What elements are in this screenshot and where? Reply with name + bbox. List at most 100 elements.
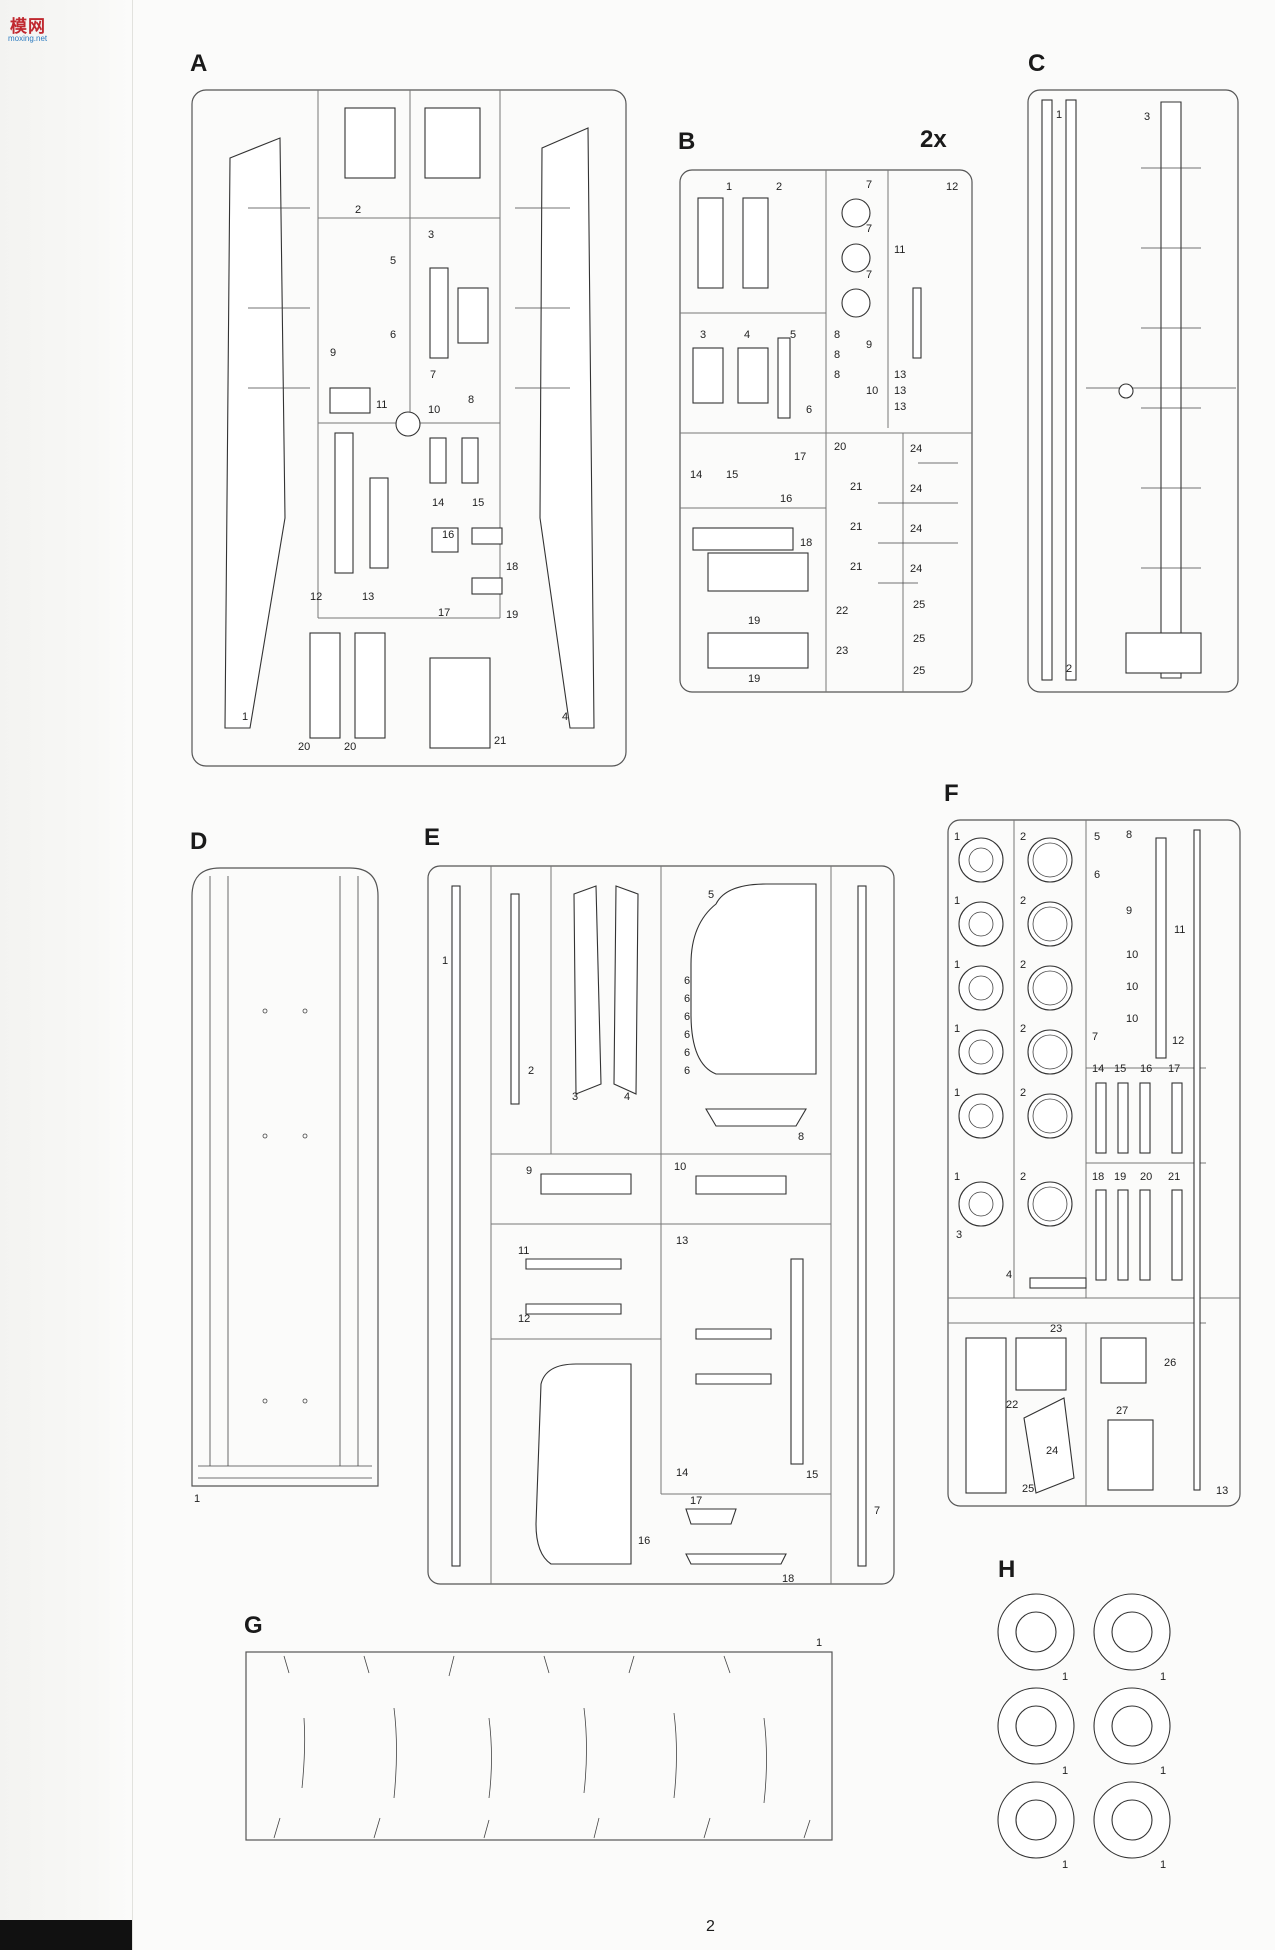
sprue-h-letter: H — [998, 1556, 1016, 1583]
logo-subtext: moxing.net — [8, 34, 48, 43]
label-f-1c: 1 — [954, 959, 960, 971]
label-a-9: 9 — [330, 347, 336, 359]
label-e-4: 4 — [624, 1091, 630, 1103]
label-a-21: 21 — [494, 735, 506, 747]
label-e-12: 12 — [518, 1313, 530, 1325]
label-f-2f: 2 — [1020, 1171, 1026, 1183]
label-e-6e: 6 — [684, 1047, 690, 1059]
page-number: 2 — [706, 1918, 715, 1935]
label-f-26: 26 — [1164, 1357, 1176, 1369]
label-e-6d: 6 — [684, 1029, 690, 1041]
label-f-7: 7 — [1092, 1031, 1098, 1043]
label-b-24d: 24 — [910, 563, 922, 575]
label-a-6: 6 — [390, 329, 396, 341]
label-a-16: 16 — [442, 529, 454, 541]
label-b-23: 23 — [836, 645, 848, 657]
label-f-2d: 2 — [1020, 1023, 1026, 1035]
label-f-6: 6 — [1094, 869, 1100, 881]
label-e-5: 5 — [708, 889, 714, 901]
label-f-25: 25 — [1022, 1483, 1034, 1495]
sprue-d-diagram: 1 — [191, 867, 379, 1505]
label-e-9: 9 — [526, 1165, 532, 1177]
label-b-21c: 21 — [850, 561, 862, 573]
label-a-3: 3 — [428, 229, 434, 241]
sprue-a-diagram: 1 2 3 4 5 6 7 8 9 10 11 12 13 14 15 16 1… — [191, 89, 627, 767]
label-f-21: 21 — [1168, 1171, 1180, 1183]
label-b-10: 10 — [866, 385, 878, 397]
label-e-10: 10 — [674, 1161, 686, 1173]
label-f-18: 18 — [1092, 1171, 1104, 1183]
label-a-20-right: 20 — [344, 741, 356, 753]
sprue-f-letter: F — [944, 780, 959, 807]
label-f-12: 12 — [1172, 1035, 1184, 1047]
label-e-16: 16 — [638, 1535, 650, 1547]
label-b-13c: 13 — [894, 401, 906, 413]
label-e-6c: 6 — [684, 1011, 690, 1023]
label-f-2e: 2 — [1020, 1087, 1026, 1099]
label-f-9: 9 — [1126, 905, 1132, 917]
label-h-1b: 1 — [1160, 1671, 1166, 1683]
label-b-21a: 21 — [850, 481, 862, 493]
sprue-g-letter: G — [244, 1612, 263, 1639]
label-e-7: 7 — [874, 1505, 880, 1517]
label-a-20-left: 20 — [298, 741, 310, 753]
label-a-12: 12 — [310, 591, 322, 603]
label-b-13a: 13 — [894, 369, 906, 381]
label-c-1: 1 — [1056, 109, 1062, 121]
label-b-7c: 7 — [866, 269, 872, 281]
label-a-13: 13 — [362, 591, 374, 603]
label-b-25c: 25 — [913, 665, 925, 677]
label-b-13b: 13 — [894, 385, 906, 397]
label-b-12: 12 — [946, 181, 958, 193]
label-b-7b: 7 — [866, 223, 872, 235]
label-a-8: 8 — [468, 394, 474, 406]
label-f-1e: 1 — [954, 1087, 960, 1099]
label-e-6f: 6 — [684, 1065, 690, 1077]
label-e-2: 2 — [528, 1065, 534, 1077]
label-a-1: 1 — [242, 711, 248, 723]
label-f-2b: 2 — [1020, 895, 1026, 907]
label-f-15: 15 — [1114, 1063, 1126, 1075]
label-h-1d: 1 — [1160, 1765, 1166, 1777]
label-e-1: 1 — [442, 955, 448, 967]
label-f-2c: 2 — [1020, 959, 1026, 971]
label-b-17: 17 — [794, 451, 806, 463]
label-a-11: 11 — [376, 399, 387, 411]
label-b-7a: 7 — [866, 179, 872, 191]
label-b-25b: 25 — [913, 633, 925, 645]
label-e-17: 17 — [690, 1495, 702, 1507]
label-b-4: 4 — [744, 329, 750, 341]
sprue-g-diagram: 1 — [245, 1637, 833, 1841]
label-f-1a: 1 — [954, 831, 960, 843]
label-e-15: 15 — [806, 1469, 818, 1481]
sprue-c-letter: C — [1028, 50, 1046, 77]
sprue-d-letter: D — [190, 828, 208, 855]
site-logo[interactable]: 模网 moxing.net — [4, 6, 70, 43]
label-e-6a: 6 — [684, 975, 690, 987]
label-b-16: 16 — [780, 493, 792, 505]
label-f-4: 4 — [1006, 1269, 1012, 1281]
label-f-10a: 10 — [1126, 949, 1138, 961]
label-e-6b: 6 — [684, 993, 690, 1005]
label-a-17: 17 — [438, 607, 450, 619]
label-f-1b: 1 — [954, 895, 960, 907]
label-f-3: 3 — [956, 1229, 962, 1241]
label-f-2a: 2 — [1020, 831, 1026, 843]
label-b-2: 2 — [776, 181, 782, 193]
sprue-b-letter: B — [678, 128, 696, 155]
label-f-17: 17 — [1168, 1063, 1180, 1075]
label-b-24b: 24 — [910, 483, 922, 495]
label-b-11: 11 — [894, 244, 905, 256]
sprue-b-multiplier: 2x — [920, 126, 947, 153]
label-a-15: 15 — [472, 497, 484, 509]
label-f-8: 8 — [1126, 829, 1132, 841]
label-h-1e: 1 — [1062, 1859, 1068, 1871]
label-a-7: 7 — [430, 369, 436, 381]
label-f-10b: 10 — [1126, 981, 1138, 993]
label-b-15: 15 — [726, 469, 738, 481]
label-f-5: 5 — [1094, 831, 1100, 843]
label-a-10: 10 — [428, 404, 440, 416]
label-f-1d: 1 — [954, 1023, 960, 1035]
label-c-2: 2 — [1066, 663, 1072, 675]
label-e-14: 14 — [676, 1467, 688, 1479]
